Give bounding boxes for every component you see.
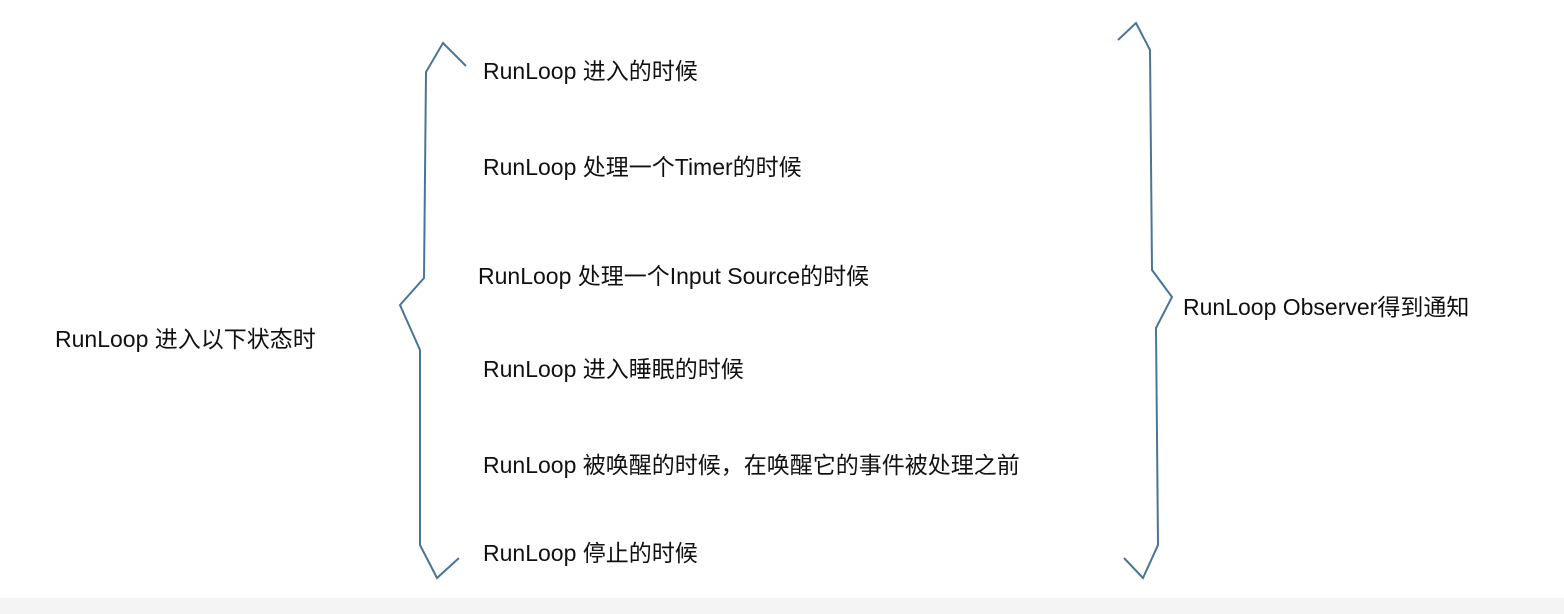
left-label: RunLoop 进入以下状态时 xyxy=(55,326,316,352)
right-label: RunLoop Observer得到通知 xyxy=(1183,294,1470,320)
right-brace xyxy=(1117,21,1174,580)
footer-strip xyxy=(0,598,1564,614)
state-item: RunLoop 处理一个Input Source的时候 xyxy=(478,263,870,289)
state-item: RunLoop 被唤醒的时候，在唤醒它的事件被处理之前 xyxy=(483,452,1020,478)
state-item: RunLoop 进入睡眠的时候 xyxy=(483,356,744,382)
state-item: RunLoop 停止的时候 xyxy=(483,540,698,566)
state-item: RunLoop 进入的时候 xyxy=(483,58,698,84)
state-item: RunLoop 处理一个Timer的时候 xyxy=(483,154,802,180)
left-brace xyxy=(398,41,467,580)
